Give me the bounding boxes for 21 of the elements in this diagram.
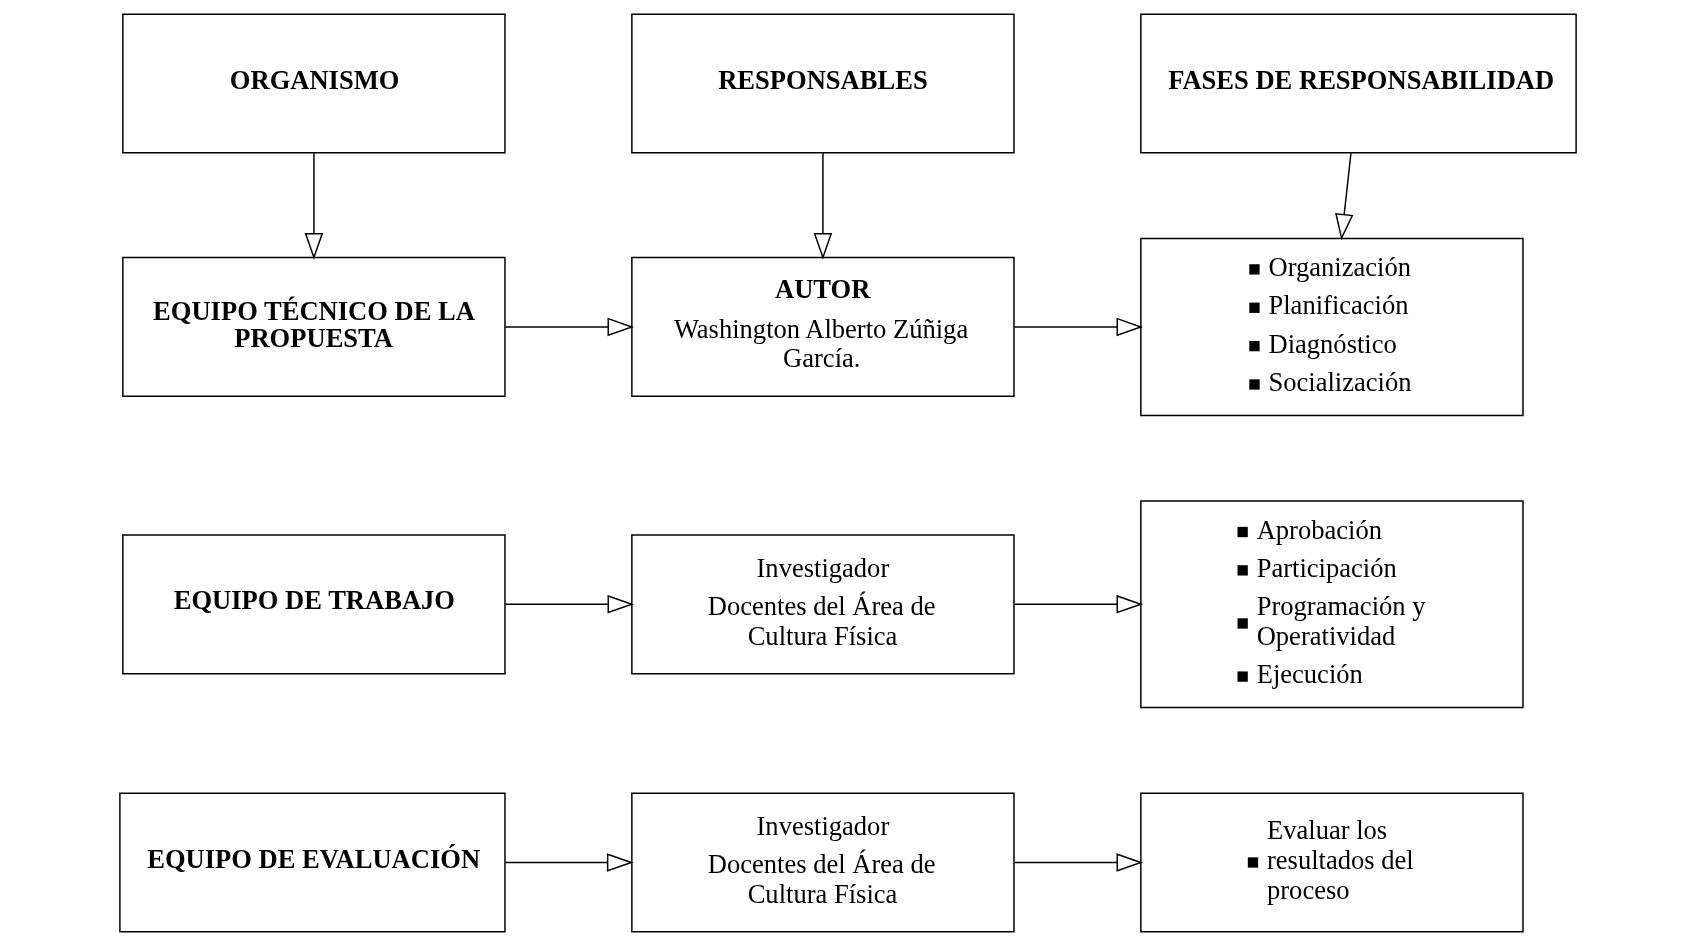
arrow [504,317,635,337]
arrow [504,853,634,872]
arrow [1013,595,1144,614]
node-box: Investigador Docentes del Área de Cultura Física [631,792,1015,933]
node-box: RESPONSABLES [631,13,1015,154]
arrow [813,152,833,260]
node-box: Aprobación Participación Programación y Operatividad Ejecución [1140,500,1524,709]
node-box: AUTOR Washington Alberto Zúñiga García. [631,256,1015,397]
node-box: EQUIPO TÉCNICO DE LA PROPUESTA [122,256,506,397]
node-box: EQUIPO DE TRABAJO [122,534,506,675]
node-box: Organización Planificación Diagnóstico Socialización [1140,237,1524,417]
node-box: Evaluar los resultados del proceso [1140,792,1524,933]
arrow [1335,152,1354,241]
arrow [1013,317,1144,337]
node-box: FASES DE RESPONSABILIDAD [1140,13,1577,154]
node-box: ORGANISMO [122,13,506,154]
arrow [504,595,635,614]
arrow [304,152,324,260]
arrow [1013,853,1144,872]
node-box: EQUIPO DE EVALUACIÓN [119,792,506,933]
node-box: Investigador Docentes del Área de Cultura Física [631,534,1015,675]
